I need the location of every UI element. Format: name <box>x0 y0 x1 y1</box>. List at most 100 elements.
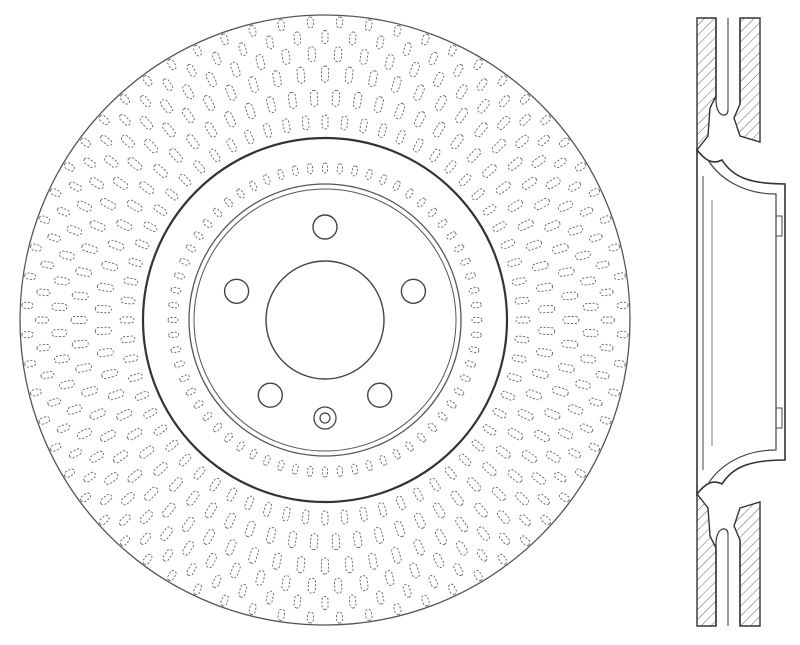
vent-slot <box>21 331 34 339</box>
vent-slot <box>348 594 357 609</box>
vent-slot <box>134 390 150 401</box>
upper-left-plate <box>696 17 717 153</box>
vent-slot <box>413 84 425 101</box>
vent-slot <box>248 547 259 564</box>
vent-slot <box>515 491 530 506</box>
vent-slot <box>394 520 406 538</box>
vent-slot <box>428 51 439 66</box>
vent-slot <box>568 181 582 192</box>
vent-slot <box>429 148 441 163</box>
vent-slot <box>306 16 314 29</box>
vent-slot <box>49 188 62 198</box>
vent-slot <box>468 286 480 294</box>
vent-slot <box>437 219 448 229</box>
vent-slot <box>244 520 256 538</box>
vent-slot <box>75 267 93 277</box>
vent-slot <box>186 63 197 77</box>
vent-slot <box>536 282 554 293</box>
vent-slot <box>450 490 464 506</box>
vent-slot <box>567 225 584 236</box>
vent-slot <box>482 424 497 436</box>
vent-slot <box>127 157 143 171</box>
vent-slot <box>211 51 222 66</box>
vent-slot <box>63 468 75 478</box>
vent-slot <box>301 509 310 525</box>
vent-slot <box>514 335 530 344</box>
vent-slot <box>473 58 483 70</box>
rotor-hat-boundary <box>141 136 509 504</box>
vent-slot <box>107 389 125 401</box>
vent-slot <box>212 422 223 433</box>
vent-slot <box>153 424 168 436</box>
vent-slot <box>500 239 516 250</box>
vent-slot <box>293 594 302 609</box>
vent-slot <box>59 250 75 261</box>
vent-slot <box>277 19 286 32</box>
vent-slot <box>53 354 70 364</box>
vent-slot <box>492 221 507 233</box>
vent-slot <box>272 552 282 570</box>
vent-slot <box>296 556 306 574</box>
vent-slot <box>120 335 136 344</box>
vent-slot <box>81 386 98 397</box>
vent-slot <box>56 206 71 217</box>
vent-slot <box>40 371 55 380</box>
vent-slot <box>340 509 349 525</box>
vent-slot <box>567 404 584 415</box>
vent-slot <box>162 548 174 562</box>
rotor-outer-edge <box>19 14 631 626</box>
vent-slot <box>531 368 549 379</box>
vent-slot <box>544 408 561 420</box>
vent-slot <box>293 31 302 46</box>
vent-slot <box>134 239 150 250</box>
vent-slot <box>35 316 49 324</box>
vent-slot <box>139 532 152 545</box>
hat-outline <box>696 147 786 497</box>
vent-slot <box>373 96 384 114</box>
vent-slot <box>248 603 257 615</box>
vent-slot <box>80 492 92 503</box>
vent-slot <box>344 66 354 84</box>
vent-slot <box>226 487 238 502</box>
vent-slot <box>236 441 245 452</box>
vent-slot <box>540 514 552 526</box>
vent-slot <box>336 16 344 29</box>
vent-slot <box>30 243 42 252</box>
vent-slot <box>476 548 488 562</box>
vent-slot <box>455 516 469 533</box>
vent-slot <box>225 539 237 556</box>
vent-slot <box>595 371 610 380</box>
vent-slot <box>558 137 570 148</box>
vent-slot <box>70 316 88 324</box>
vent-slot <box>249 180 258 192</box>
vent-slot <box>63 162 75 172</box>
vent-slot <box>51 328 68 338</box>
vent-slot <box>495 181 511 195</box>
vent-slot <box>545 450 561 463</box>
vent-slot <box>409 61 420 78</box>
vent-slot <box>244 129 255 145</box>
vent-slot <box>112 176 129 190</box>
vent-slot <box>536 347 554 358</box>
vent-slot <box>272 70 282 88</box>
lower-left-plate <box>696 491 717 627</box>
vent-slot <box>340 115 349 131</box>
vent-slot <box>160 526 173 541</box>
vent-slot <box>613 359 626 368</box>
vent-slot <box>359 506 368 522</box>
vent-slot <box>224 197 234 208</box>
vent-slot <box>474 502 488 518</box>
vent-slot <box>306 465 314 477</box>
vent-slot <box>613 272 626 281</box>
vent-slot <box>181 107 195 124</box>
vent-slot <box>558 492 570 503</box>
vent-slot <box>557 363 575 373</box>
vent-slot <box>153 462 168 477</box>
vent-slot <box>262 502 273 517</box>
vent-slot <box>519 535 531 547</box>
vent-slot <box>36 288 51 297</box>
vent-slot <box>544 220 561 232</box>
vent-slot <box>119 93 131 105</box>
vent-slot <box>453 387 465 396</box>
